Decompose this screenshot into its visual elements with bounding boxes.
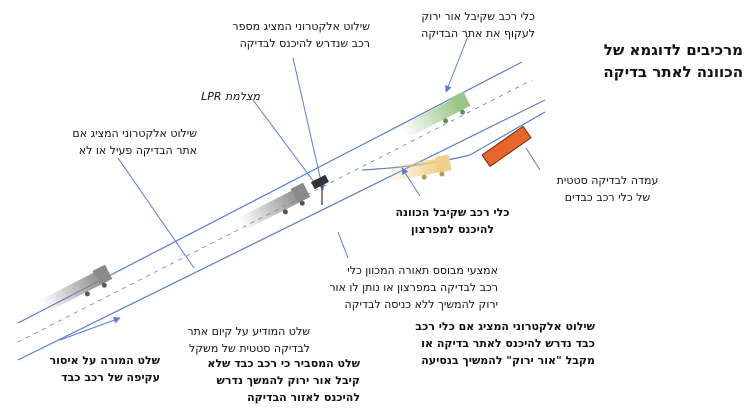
truck-green-bypass [400, 91, 471, 139]
truck-yellow-directed [384, 154, 452, 182]
pointer-lpr-sign [292, 57, 326, 191]
label-active-sign: שילוט אלקטרוני המציג אם אתר הבדיקה פעיל … [72, 127, 197, 157]
sign-board [311, 174, 329, 190]
label-green-explain-sign: שלט המסביר כי רכב כבד שלא קיבל אור ירוק … [207, 357, 360, 404]
label-no-bypass-sign: שלט המורה על איסור עקיפה של רכב כבד [49, 354, 160, 384]
label-light-system: אמצעי מבוסס תאורה המכוון כלי רכב לבדיקה … [329, 264, 498, 311]
pointer-light-system [337, 231, 349, 259]
label-static-station: עמדה לבדיקה סטטית של כלי רכב כבדים [556, 174, 659, 204]
pointer-no-bypass [59, 316, 121, 341]
pointer-active-sign [117, 157, 195, 269]
diagram-title: מרכיבים לדוגמא של הכוונה לאתר בדיקה [603, 41, 743, 81]
label-electronic-decision-sign: שילוט אלקטרוני המציג אם כלי רכב כבד נדרש… [415, 320, 595, 367]
pointer-lpr-camera [252, 99, 318, 187]
pointer-green-vehicle [445, 35, 469, 93]
road-edge-lower [17, 99, 546, 361]
truck-gray-rear [40, 264, 113, 313]
label-green-vehicle: כלי רכב שקיבל אור ירוק לעקוף את אתר הבדי… [421, 10, 535, 40]
truck-gray-middle [238, 182, 311, 231]
label-static-check-sign: שלט המודיע על קיום אתר לבדיקה סטטית של מ… [187, 325, 310, 355]
pointer-static-station [525, 147, 541, 171]
label-lpr-camera: מצלמת LPR [201, 90, 260, 103]
electronic-sign [311, 174, 329, 205]
pointer-directed-vehicle [401, 167, 421, 197]
pointer-lines [59, 35, 541, 341]
static-station-block [481, 125, 532, 168]
label-directed-vehicle: כלי רכב שקיבל הכוונה להיכנס למפרצון [395, 206, 510, 236]
label-lpr-sign: שילוט אלקטרוני המציג מספר רכב שנדרש להיכ… [232, 20, 370, 50]
